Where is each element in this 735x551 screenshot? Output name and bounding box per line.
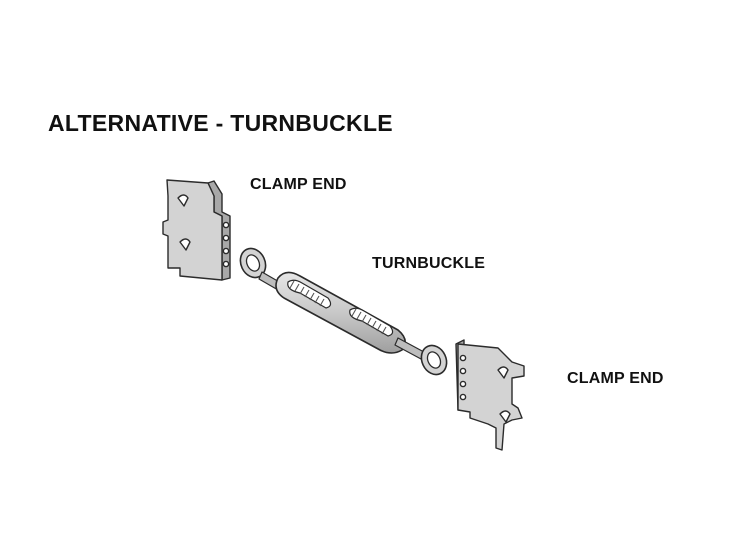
diagram-title: ALTERNATIVE - TURNBUCKLE: [48, 110, 393, 136]
clamp-end-bracket-top: [162, 179, 231, 281]
clamp-end-top-label: CLAMP END: [250, 176, 347, 193]
turnbuckle-label: TURNBUCKLE: [372, 255, 486, 272]
turnbuckle-assembly: [239, 247, 448, 376]
clamp-end-bracket-bottom: [455, 339, 525, 451]
clamp-end-bottom-label: CLAMP END: [567, 370, 664, 387]
